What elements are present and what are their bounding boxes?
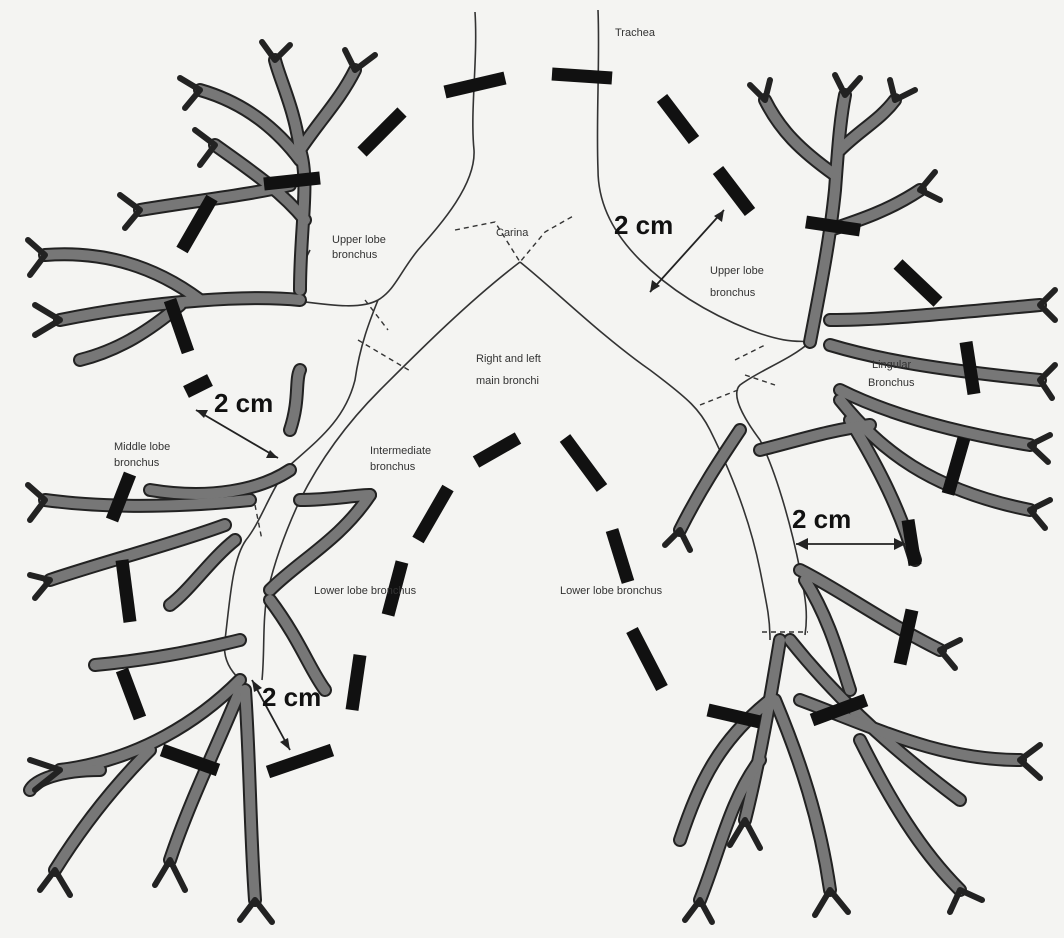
label-right-upper-lobe-2: bronchus [332,249,378,261]
left-lung-branches [665,75,1055,922]
split-line-right-1 [358,300,412,372]
label-left-upper-lobe-2: bronchus [710,287,756,299]
dashed-boundary-inner-left [565,438,760,722]
label-trachea: Trachea [615,27,656,39]
measure-upper-left: 2 cm [614,210,673,240]
label-left-lower-lobe: Lower lobe bronchus [560,585,663,597]
label-right-lower-lobe: Lower lobe bronchus [314,585,417,597]
label-left-upper-lobe: Upper lobe [710,265,764,277]
right-lung-branches [28,42,375,922]
measure-lower-left: 2 cm [262,682,321,712]
airway-outline [224,10,810,680]
label-main-bronchi-2: main bronchi [476,375,539,387]
label-middle-lobe-2: bronchus [114,457,160,469]
left-main-bronchus-outer [737,342,810,635]
label-middle-lobe-1: Middle lobe [114,441,170,453]
trachea-left-wall [378,12,476,300]
label-right-upper-lobe: Upper lobe [332,234,386,246]
label-lingular-1: Lingular [872,359,911,371]
dashed-boundary-outer-left [552,74,974,720]
diagram-labels: Trachea Carina Upper lobe bronchus Upper… [114,27,915,712]
label-intermediate-1: Intermediate [370,445,431,457]
label-main-bronchi-1: Right and left [476,353,541,365]
label-lingular-2: Bronchus [868,377,915,389]
measure-middle-right: 2 cm [214,388,273,418]
trachea-right-wall [597,10,810,342]
label-carina: Carina [496,227,529,239]
label-intermediate-2: bronchus [370,461,416,473]
dashed-boundary-inner-right [352,438,518,710]
measure-lower-right: 2 cm [792,504,851,534]
